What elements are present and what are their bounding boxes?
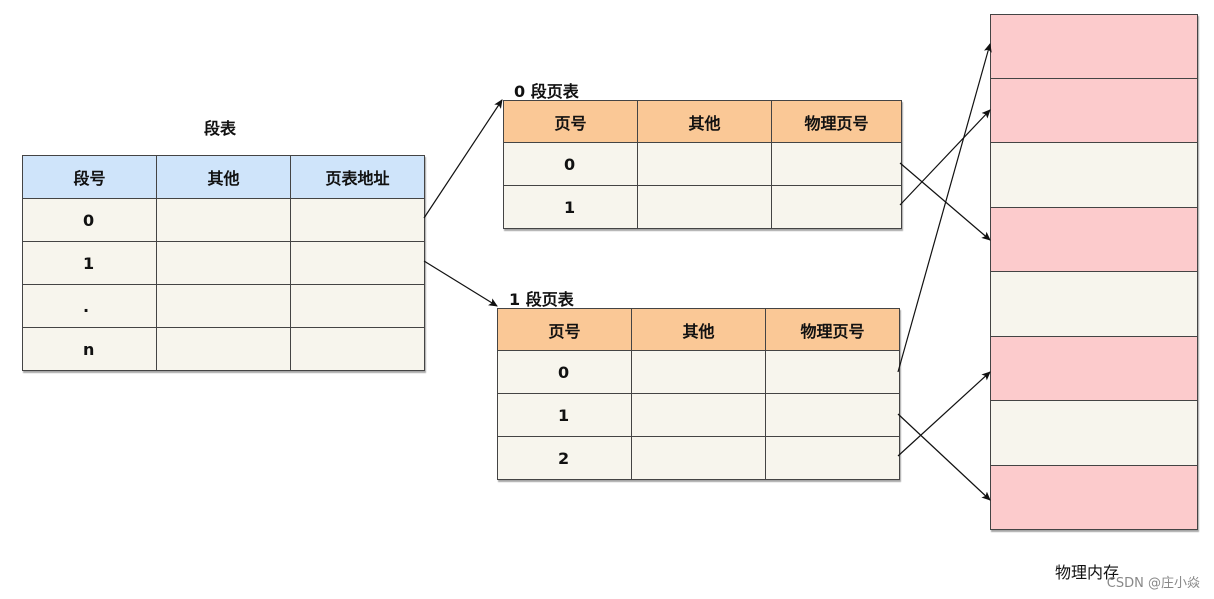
physical-page-number-cell bbox=[765, 436, 900, 480]
page-number-cell: 1 bbox=[497, 393, 632, 437]
other-cell bbox=[156, 241, 291, 285]
page-number-cell: 1 bbox=[503, 185, 638, 229]
header-other: 其他 bbox=[156, 155, 291, 199]
page-number-cell: 2 bbox=[497, 436, 632, 480]
page-table-1: 页号 其他 物理页号 0 1 2 bbox=[497, 308, 900, 480]
page-number-cell: 0 bbox=[497, 350, 632, 394]
physical-page-number-cell bbox=[771, 142, 902, 186]
other-cell bbox=[631, 393, 766, 437]
other-cell bbox=[637, 142, 772, 186]
memory-frame bbox=[990, 465, 1198, 530]
arrow-pt1-page1-to-frame bbox=[897, 413, 991, 501]
memory-frame bbox=[990, 78, 1198, 143]
arrow-seg0-to-pagetable0 bbox=[423, 99, 503, 219]
table-row: 0 bbox=[22, 198, 425, 242]
table-row: 1 bbox=[497, 393, 900, 437]
memory-frame bbox=[990, 272, 1198, 337]
table-row: . bbox=[22, 284, 425, 328]
segment-number-cell: n bbox=[22, 327, 157, 371]
other-cell bbox=[631, 350, 766, 394]
physical-page-number-cell bbox=[771, 185, 902, 229]
table-row: n bbox=[22, 327, 425, 371]
header-other: 其他 bbox=[631, 308, 766, 351]
header-segment-number: 段号 bbox=[22, 155, 157, 199]
table-row: 0 bbox=[497, 350, 900, 394]
table-row: 2 bbox=[497, 436, 900, 480]
page-table-0-title: 0 段页表 bbox=[514, 82, 579, 101]
table-row: 0 bbox=[503, 142, 902, 186]
other-cell bbox=[156, 284, 291, 328]
header-other: 其他 bbox=[637, 100, 772, 143]
page-table-address-cell bbox=[290, 198, 425, 242]
segment-table-header: 段号 其他 页表地址 bbox=[22, 155, 425, 199]
other-cell bbox=[631, 436, 766, 480]
segment-number-cell: 0 bbox=[22, 198, 157, 242]
segment-table: 段号 其他 页表地址 0 1 . n bbox=[22, 155, 425, 371]
physical-page-number-cell bbox=[765, 350, 900, 394]
page-table-0-header: 页号 其他 物理页号 bbox=[503, 100, 902, 143]
table-row: 1 bbox=[503, 185, 902, 229]
arrow-pt0-page0-to-frame bbox=[899, 162, 991, 241]
memory-frame bbox=[990, 14, 1198, 79]
other-cell bbox=[156, 198, 291, 242]
watermark: CSDN @庄小焱 bbox=[1106, 576, 1200, 591]
page-table-0: 页号 其他 物理页号 0 1 bbox=[503, 100, 902, 229]
page-table-address-cell bbox=[290, 327, 425, 371]
segment-number-cell: . bbox=[22, 284, 157, 328]
other-cell bbox=[637, 185, 772, 229]
other-cell bbox=[156, 327, 291, 371]
physical-page-number-cell bbox=[765, 393, 900, 437]
header-physical-page-number: 物理页号 bbox=[765, 308, 900, 351]
memory-frame bbox=[990, 143, 1198, 208]
arrow-pt0-page1-to-frame bbox=[899, 109, 991, 206]
page-table-1-header: 页号 其他 物理页号 bbox=[497, 308, 900, 351]
memory-frame bbox=[990, 336, 1198, 401]
page-table-address-cell bbox=[290, 241, 425, 285]
table-row: 1 bbox=[22, 241, 425, 285]
header-page-table-address: 页表地址 bbox=[290, 155, 425, 199]
segment-table-title: 段表 bbox=[204, 119, 237, 138]
header-page-number: 页号 bbox=[497, 308, 632, 351]
page-table-1-title: 1 段页表 bbox=[509, 290, 574, 309]
physical-memory bbox=[990, 14, 1198, 530]
header-physical-page-number: 物理页号 bbox=[771, 100, 902, 143]
arrow-pt1-page2-to-frame bbox=[897, 371, 991, 457]
segment-number-cell: 1 bbox=[22, 241, 157, 285]
physical-memory-label: 物理内存 bbox=[1055, 563, 1120, 582]
header-page-number: 页号 bbox=[503, 100, 638, 143]
page-table-address-cell bbox=[290, 284, 425, 328]
memory-frame bbox=[990, 207, 1198, 272]
arrow-pt1-page0-to-frame bbox=[897, 43, 992, 373]
arrow-seg1-to-pagetable1 bbox=[423, 260, 498, 307]
page-number-cell: 0 bbox=[503, 142, 638, 186]
memory-frame bbox=[990, 401, 1198, 466]
